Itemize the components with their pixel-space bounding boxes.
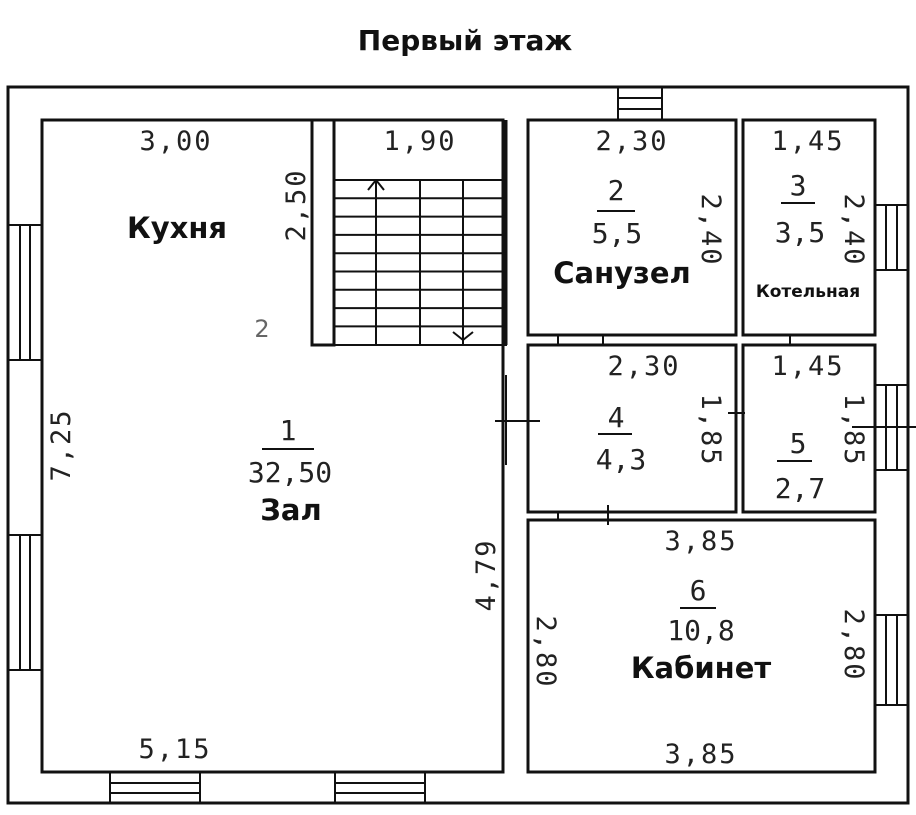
staircase — [333, 179, 507, 346]
office-left-dim: 2,80 — [530, 615, 561, 688]
plan-title: Первый этаж — [358, 24, 573, 57]
hall-number: 1 — [280, 414, 297, 447]
room5-side-dim: 1,85 — [838, 393, 869, 466]
boiler-number: 3 — [790, 169, 807, 202]
hall-right-dim: 4,79 — [471, 538, 502, 611]
bathroom-top-dim: 2,30 — [595, 126, 668, 157]
office-number: 6 — [690, 574, 707, 607]
hall-label: Зал — [260, 493, 321, 527]
room4-side-dim: 1,85 — [695, 393, 726, 466]
boiler-side-dim: 2,40 — [838, 193, 869, 266]
boiler-label: Котельная — [756, 282, 860, 302]
room4-top-dim: 2,30 — [607, 351, 680, 382]
bathroom-side-dim: 2,40 — [695, 193, 726, 266]
room5-top-dim: 1,45 — [771, 351, 844, 382]
office-label: Кабинет — [631, 651, 772, 685]
hall-left-dim: 7,25 — [46, 408, 77, 481]
kitchen-label: Кухня — [127, 211, 227, 245]
boiler-top-dim: 1,45 — [771, 126, 844, 157]
kitchen-mark: 2 — [254, 315, 269, 343]
boiler-area: 3,5 — [775, 216, 826, 249]
office-area: 10,8 — [667, 614, 734, 647]
windows — [7, 86, 909, 804]
bathroom-number: 2 — [608, 174, 625, 207]
room4-number: 4 — [608, 401, 625, 434]
hall-area: 32,50 — [248, 456, 332, 489]
hall-bottom-dim: 5,15 — [138, 734, 211, 765]
office-right-dim: 2,80 — [838, 608, 869, 681]
kitchen-side-dim: 2,50 — [281, 168, 312, 241]
room5-number: 5 — [790, 427, 807, 460]
bathroom-area: 5,5 — [592, 217, 643, 250]
room4-area: 4,3 — [596, 443, 647, 476]
stair-top-dim: 1,90 — [383, 126, 456, 157]
office-top-dim: 3,85 — [664, 526, 737, 557]
bathroom-label: Санузел — [553, 256, 691, 290]
kitchen-top-dim: 3,00 — [139, 126, 212, 157]
room5-area: 2,7 — [775, 472, 826, 505]
office-bottom-dim: 3,85 — [664, 739, 737, 770]
